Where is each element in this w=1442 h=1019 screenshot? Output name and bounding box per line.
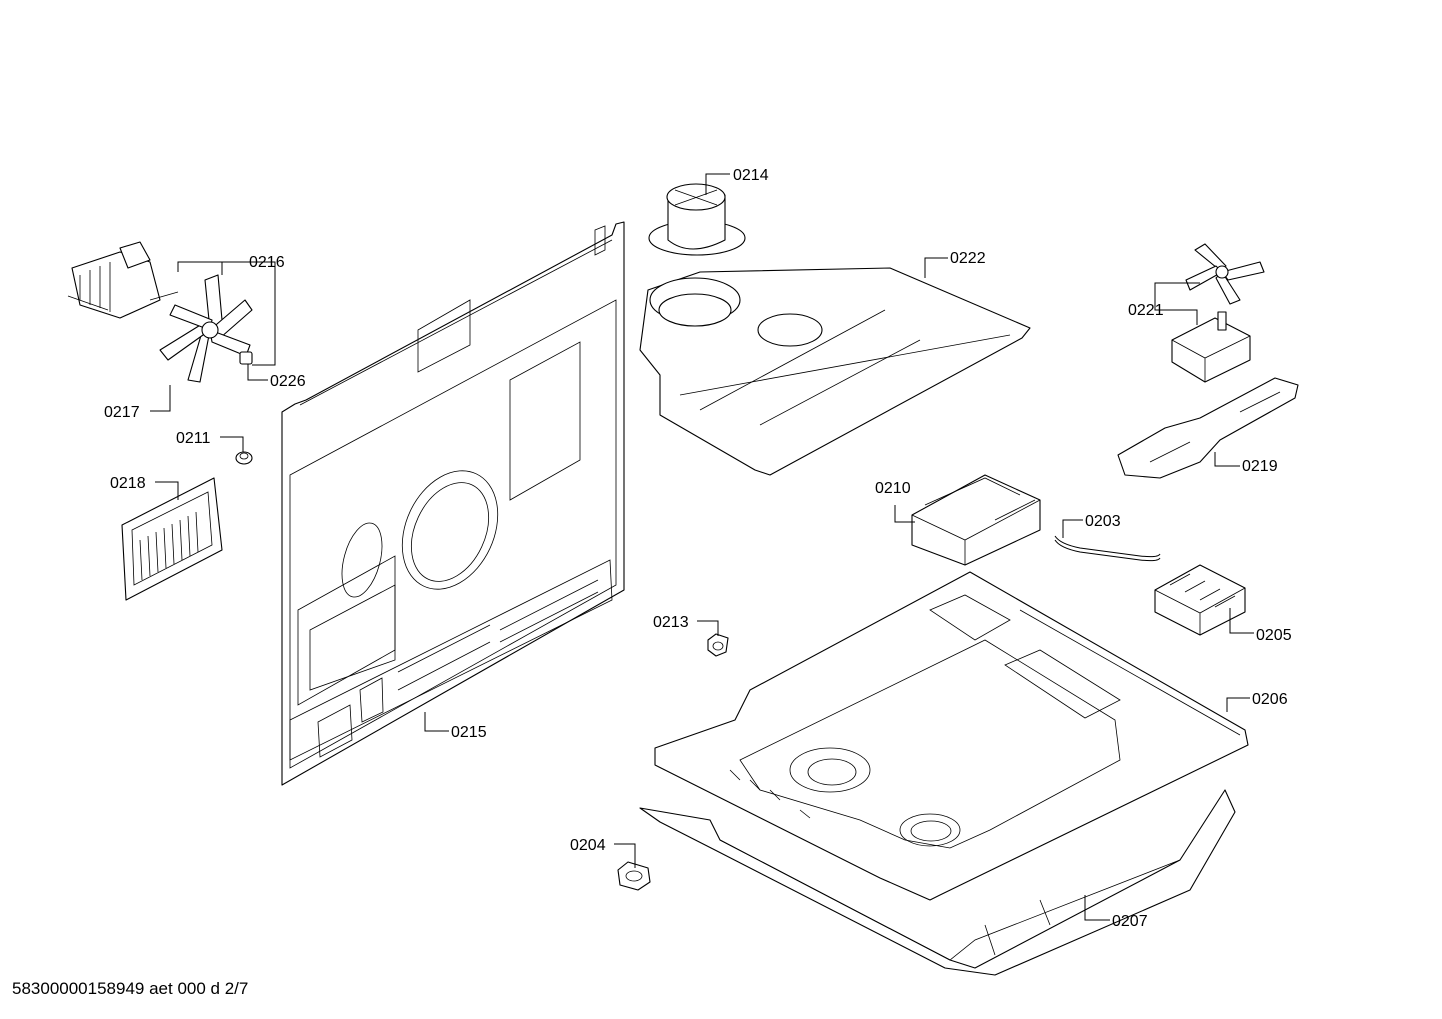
- callout-0217: 0217: [104, 404, 140, 421]
- part-0211-clip: [235, 451, 253, 465]
- callout-0211: 0211: [176, 430, 211, 447]
- part-0206-base-plate: [654, 571, 1249, 901]
- part-0213-clip: [707, 633, 729, 657]
- callout-0207: 0207: [1112, 913, 1148, 930]
- part-0214-fan-cover: [648, 183, 746, 256]
- callout-0205: 0205: [1256, 627, 1292, 644]
- part-0203-cable: [1054, 535, 1161, 562]
- part-0219-bracket: [1117, 377, 1299, 479]
- callout-0215: 0215: [451, 724, 487, 741]
- part-0218-grille: [121, 477, 223, 601]
- callout-0216: 0216: [249, 254, 285, 271]
- callout-0214: 0214: [733, 167, 769, 184]
- callout-0206: 0206: [1252, 691, 1288, 708]
- part-0207-bottom-tray: [639, 789, 1236, 976]
- leader-lines: [150, 173, 1254, 921]
- part-0221-cooling-fan: [1171, 243, 1265, 383]
- callout-0219: 0219: [1242, 458, 1278, 475]
- callout-0221: 0221: [1128, 302, 1164, 319]
- callout-0204: 0204: [570, 837, 606, 854]
- part-0210-control-module: [911, 474, 1041, 566]
- callout-0222: 0222: [950, 250, 986, 267]
- part-0222-air-duct: [639, 267, 1031, 476]
- document-id-footer: 58300000158949 aet 000 d 2/7: [12, 979, 249, 998]
- part-0216-fan-motor: [67, 241, 179, 319]
- part-0226-nut: [239, 351, 253, 365]
- part-0217-fan-blade: [159, 274, 253, 383]
- part-0205-terminal-block: [1154, 564, 1246, 636]
- part-0204-bracket: [617, 861, 651, 891]
- callout-0213: 0213: [653, 614, 689, 631]
- callout-0210: 0210: [875, 480, 911, 497]
- callout-labels: 0214 0222 0216 0226 0217 0211 0218 0215 …: [104, 167, 1292, 930]
- part-0215-back-panel: [281, 221, 625, 786]
- callout-0226: 0226: [270, 373, 306, 390]
- callout-0203: 0203: [1085, 513, 1121, 530]
- callout-0218: 0218: [110, 475, 146, 492]
